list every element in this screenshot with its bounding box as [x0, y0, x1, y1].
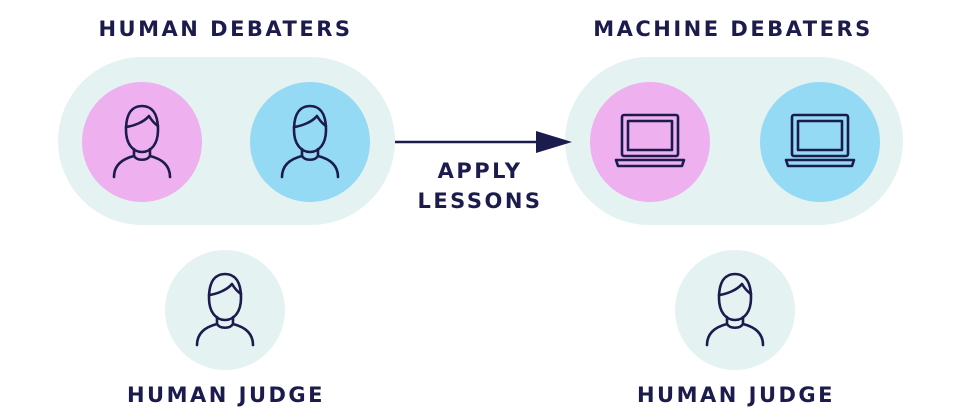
laptop-icon: [784, 113, 856, 168]
apply-lessons-line-1: APPLY: [437, 159, 523, 183]
human-debater-2: [250, 82, 370, 202]
person-icon: [112, 104, 172, 179]
person-icon: [705, 272, 765, 347]
person-icon: [195, 272, 255, 347]
machine-debater-2: [760, 82, 880, 202]
human-judge-left-label: HUMAN JUDGE: [126, 383, 326, 407]
human-judge-right: [675, 250, 795, 370]
human-judge-right-label: HUMAN JUDGE: [636, 383, 836, 407]
apply-lessons-line-2: LESSONS: [417, 189, 543, 213]
human-debaters-title: HUMAN DEBATERS: [98, 17, 353, 41]
human-judge-left: [165, 250, 285, 370]
arrow-right-icon: [395, 131, 572, 153]
machine-debater-1: [590, 82, 710, 202]
person-icon: [280, 104, 340, 179]
machine-debaters-title: MACHINE DEBATERS: [593, 17, 873, 41]
apply-lessons-label: APPLY LESSONS: [395, 156, 565, 216]
human-debater-1: [82, 82, 202, 202]
laptop-icon: [614, 113, 686, 168]
